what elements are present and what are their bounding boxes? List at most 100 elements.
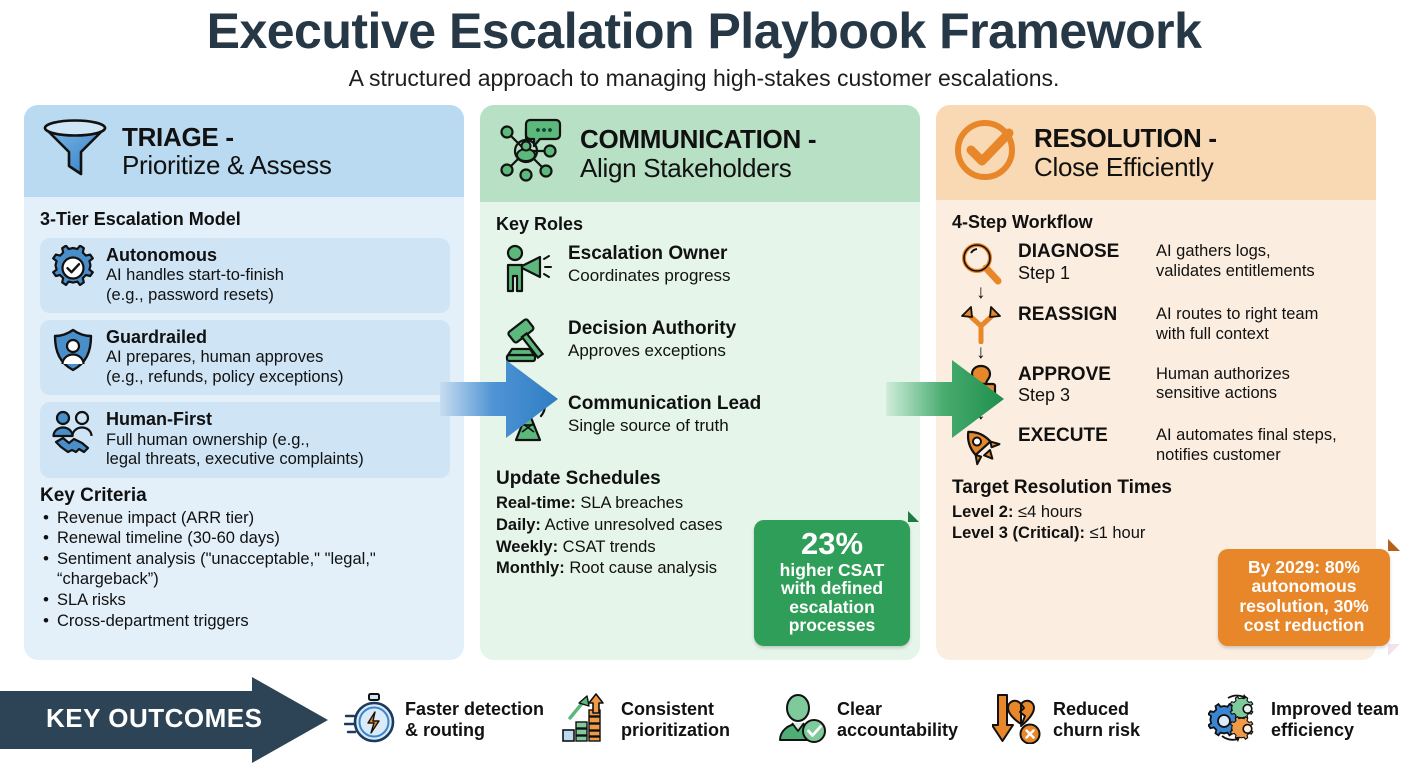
stat-line: cost reduction bbox=[1243, 614, 1365, 635]
down-arrow-icon: ↓ bbox=[976, 404, 1362, 425]
role-text-communication-lead: Communication Lead Single source of trut… bbox=[568, 393, 761, 436]
shield-person-icon bbox=[50, 327, 96, 378]
network-chat-icon bbox=[496, 117, 568, 190]
column-resolution: RESOLUTION - Close Efficiently 4-Step Wo… bbox=[936, 105, 1400, 660]
triage-title-line2: Prioritize & Assess bbox=[122, 150, 332, 180]
target-resolution-title: Target Resolution Times bbox=[952, 476, 1172, 498]
outcome-text-faster-detection: Faster detection & routing bbox=[405, 699, 544, 740]
role-text-escalation-owner: Escalation Owner Coordinates progress bbox=[568, 243, 731, 286]
workflow-desc-line2: validates entitlements bbox=[1156, 261, 1315, 280]
stat-line: with defined bbox=[780, 578, 884, 599]
update-schedules-block: Update Schedules Real-time: SLA breaches… bbox=[496, 468, 906, 580]
schedule-row: Real-time: SLA breaches bbox=[496, 493, 906, 515]
tier-name: Guardrailed bbox=[106, 327, 208, 348]
key-outcomes-bar: KEY OUTCOMES Faster detection bbox=[0, 672, 1408, 768]
outcome-line1: Consistent bbox=[621, 699, 715, 720]
stat-badge-csat: 23% higher CSAT with defined escalation … bbox=[754, 510, 919, 646]
target-row: Level 2: ≤4 hours bbox=[952, 502, 1362, 523]
tier-card-autonomous: Autonomous AI handles start-to-finish (e… bbox=[40, 238, 450, 314]
columns-container: TRIAGE - Prioritize & Assess 3-Tier Esca… bbox=[24, 105, 1400, 660]
workflow-title: 4-Step Workflow bbox=[952, 212, 1093, 232]
outcome-line1: Clear bbox=[837, 699, 883, 720]
outcome-text-clear-accountability: Clear accountability bbox=[837, 699, 958, 740]
role-desc: Coordinates progress bbox=[568, 265, 731, 285]
tier-card-guardrailed: Guardrailed AI prepares, human approves … bbox=[40, 320, 450, 396]
resolution-header: RESOLUTION - Close Efficiently bbox=[936, 105, 1376, 200]
schedule-value: SLA breaches bbox=[580, 494, 684, 512]
tier-desc-line2: legal threats, executive complaints) bbox=[106, 450, 364, 469]
tier-desc-line1: AI handles start-to-finish bbox=[106, 266, 284, 285]
criteria-item: Sentiment analysis ("unacceptable," "leg… bbox=[40, 549, 450, 590]
role-name: Escalation Owner bbox=[568, 243, 728, 264]
key-roles-title: Key Roles bbox=[496, 214, 584, 234]
key-criteria-block: Key Criteria Revenue impact (ARR tier) R… bbox=[40, 485, 450, 632]
outcome-improved-efficiency: Improved team efficiency bbox=[1207, 692, 1408, 749]
workflow-step-number: Step 1 bbox=[1018, 262, 1071, 283]
schedule-row: Weekly: CSAT trends bbox=[496, 537, 906, 559]
tier-text-human-first: Human-First Full human ownership (e.g., … bbox=[106, 409, 364, 469]
role-desc: Single source of truth bbox=[568, 415, 729, 435]
tier-desc-line2: (e.g., password resets) bbox=[106, 285, 274, 304]
broken-heart-down-icon bbox=[991, 692, 1044, 749]
resolution-body: 4-Step Workflow DIAGNOSE bbox=[936, 200, 1400, 660]
workflow-label-execute: EXECUTE bbox=[1018, 425, 1146, 447]
workflow-desc-execute: AI automates final steps, notifies custo… bbox=[1156, 425, 1337, 466]
outcome-consistent-prioritization: Consistent prioritization bbox=[560, 692, 772, 749]
criteria-item: Cross-department triggers bbox=[40, 611, 450, 632]
page-title: Executive Escalation Playbook Framework bbox=[206, 3, 1202, 59]
key-criteria-title: Key Criteria bbox=[40, 484, 147, 506]
triage-header: TRIAGE - Prioritize & Assess bbox=[24, 105, 464, 197]
key-criteria-list: Revenue impact (ARR tier) Renewal timeli… bbox=[40, 508, 450, 632]
schedule-value: Active unresolved cases bbox=[544, 515, 723, 534]
gear-check-icon bbox=[50, 244, 96, 296]
workflow-desc-approve: Human authorizes sensitive actions bbox=[1156, 364, 1290, 405]
stat-value: 23% bbox=[800, 525, 864, 561]
funnel-icon bbox=[40, 118, 110, 185]
key-outcomes-arrow: KEY OUTCOMES bbox=[0, 675, 330, 765]
workflow-desc-line2: sensitive actions bbox=[1156, 384, 1278, 403]
outcome-line2: efficiency bbox=[1271, 720, 1355, 740]
fold-corner-bottom-icon bbox=[1388, 644, 1400, 656]
target-value: ≤1 hour bbox=[1089, 524, 1146, 543]
outcome-line2: accountability bbox=[837, 720, 959, 740]
workflow-desc-line2: notifies customer bbox=[1156, 445, 1281, 464]
triage-header-text: TRIAGE - Prioritize & Assess bbox=[122, 123, 332, 179]
schedule-label: Daily: bbox=[496, 515, 541, 534]
schedule-row: Monthly: Root cause analysis bbox=[496, 558, 906, 580]
stat-line: processes bbox=[788, 615, 876, 636]
tier-desc-line2: (e.g., refunds, policy exceptions) bbox=[106, 367, 344, 386]
communication-header-text: COMMUNICATION - Align Stakeholders bbox=[580, 124, 817, 181]
workflow-desc-diagnose: AI gathers logs, validates entitlements bbox=[1156, 241, 1315, 282]
schedule-row: Daily: Active unresolved cases bbox=[496, 515, 906, 537]
outcome-text-reduced-churn: Reduced churn risk bbox=[1053, 699, 1140, 740]
fold-corner-icon bbox=[908, 510, 919, 522]
column-communication: COMMUNICATION - Align Stakeholders Key R… bbox=[480, 105, 920, 660]
megaphone-person-icon bbox=[502, 243, 554, 298]
communication-body: Key Roles Escalation Owner bbox=[480, 202, 920, 660]
triage-body: 3-Tier Escalation Model Autonomous AI ha… bbox=[24, 197, 464, 660]
criteria-item: Renewal timeline (30-60 days) bbox=[40, 528, 450, 549]
role-text-decision-authority: Decision Authority Approves exceptions bbox=[568, 318, 736, 361]
outcome-line1: Reduced bbox=[1053, 699, 1130, 720]
stat-badge-2029: By 2029: 80% autonomous resolution, 30% … bbox=[1218, 539, 1400, 656]
workflow-desc-reassign: AI routes to right team with full contex… bbox=[1156, 304, 1318, 345]
outcome-faster-detection: Faster detection & routing bbox=[343, 692, 556, 749]
workflow-step-execute: EXECUTE AI automates final steps, notifi… bbox=[954, 425, 1362, 467]
key-outcomes-label: KEY OUTCOMES bbox=[46, 703, 263, 733]
target-label: Level 3 (Critical): bbox=[952, 524, 1085, 543]
outcome-line1: Faster detection bbox=[405, 699, 545, 720]
gears-cycle-icon bbox=[1207, 692, 1262, 749]
schedule-value: CSAT trends bbox=[562, 537, 656, 556]
person-check-icon bbox=[776, 692, 828, 749]
communication-title-line1: COMMUNICATION - bbox=[580, 124, 817, 155]
tier-name: Human-First bbox=[106, 409, 213, 430]
workflow-step-reassign: REASSIGN AI routes to right team with fu… bbox=[954, 304, 1362, 345]
tier-desc-line1: Full human ownership (e.g., bbox=[106, 430, 310, 449]
role-name: Communication Lead bbox=[568, 393, 762, 414]
outcome-text-consistent-prioritization: Consistent prioritization bbox=[621, 699, 730, 740]
magnifier-icon bbox=[954, 241, 1008, 285]
schedule-value: Root cause analysis bbox=[569, 559, 717, 578]
workflow-desc-line2: with full context bbox=[1156, 324, 1269, 343]
gavel-icon bbox=[502, 318, 554, 373]
check-circle-icon bbox=[952, 117, 1022, 188]
